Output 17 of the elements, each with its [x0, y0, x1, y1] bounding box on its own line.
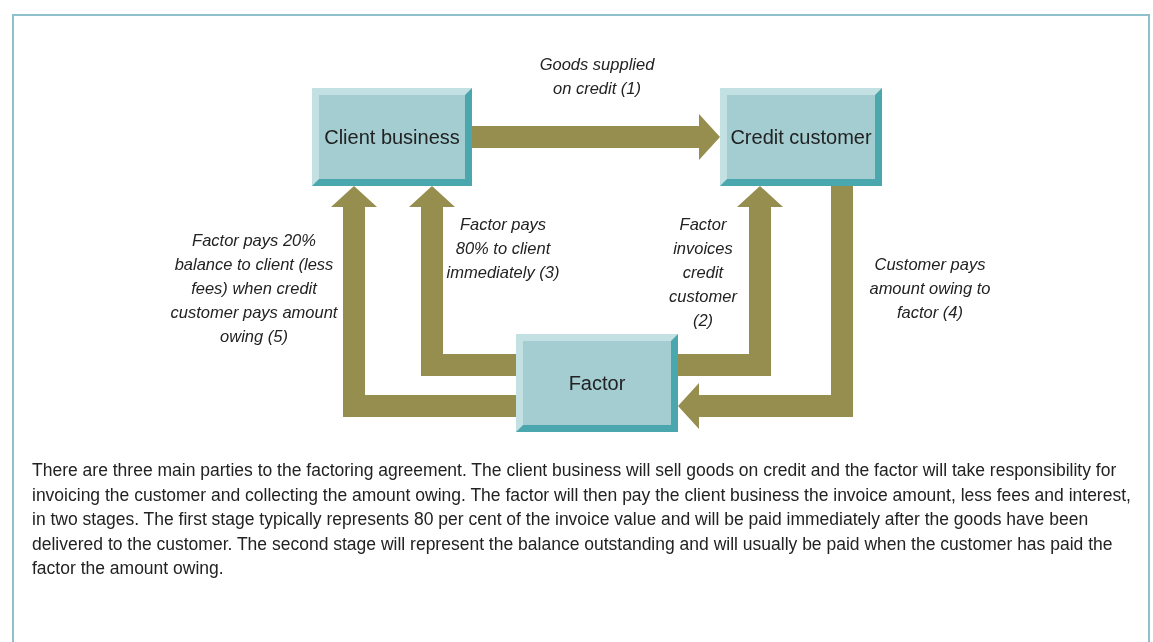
node-label: Client business	[324, 125, 460, 150]
edge-label: Factor invoices credit customer (2)	[668, 214, 739, 331]
block-arrow	[331, 186, 516, 417]
caption: There are three main parties to the factoring agreement. The client business will sell goods on credit and the factor will take responsibility for invoicing the customer and collecting the amount owing. The factor will then pay the client business the invoice amount, less fees and interest, in two stages. The first stage typically represents 80 per cent of the invoice value and will be paid immediately after the goods have been delivered to the customer. The second stage will represent the balance outstanding and will usually be paid when the customer has paid the factor the amount owing.	[32, 459, 1132, 580]
process-box	[516, 334, 678, 432]
node-label: Factor	[568, 371, 626, 396]
node-label: Credit customer	[730, 125, 872, 150]
block-arrow	[678, 186, 783, 376]
edge-label: Customer pays amount owing to factor (4)	[868, 254, 992, 323]
edge-label: Goods supplied on credit (1)	[538, 54, 656, 99]
block-arrow	[472, 114, 720, 160]
edge-label: Factor pays 20% balance to client (less fees) when credit customer pays amount owing (5)	[169, 230, 339, 347]
process-box	[720, 88, 882, 186]
edge-label: Factor pays 80% to client immediately (3)	[446, 214, 560, 283]
block-arrow	[678, 186, 853, 429]
process-box	[312, 88, 472, 186]
block-arrow	[409, 186, 516, 376]
